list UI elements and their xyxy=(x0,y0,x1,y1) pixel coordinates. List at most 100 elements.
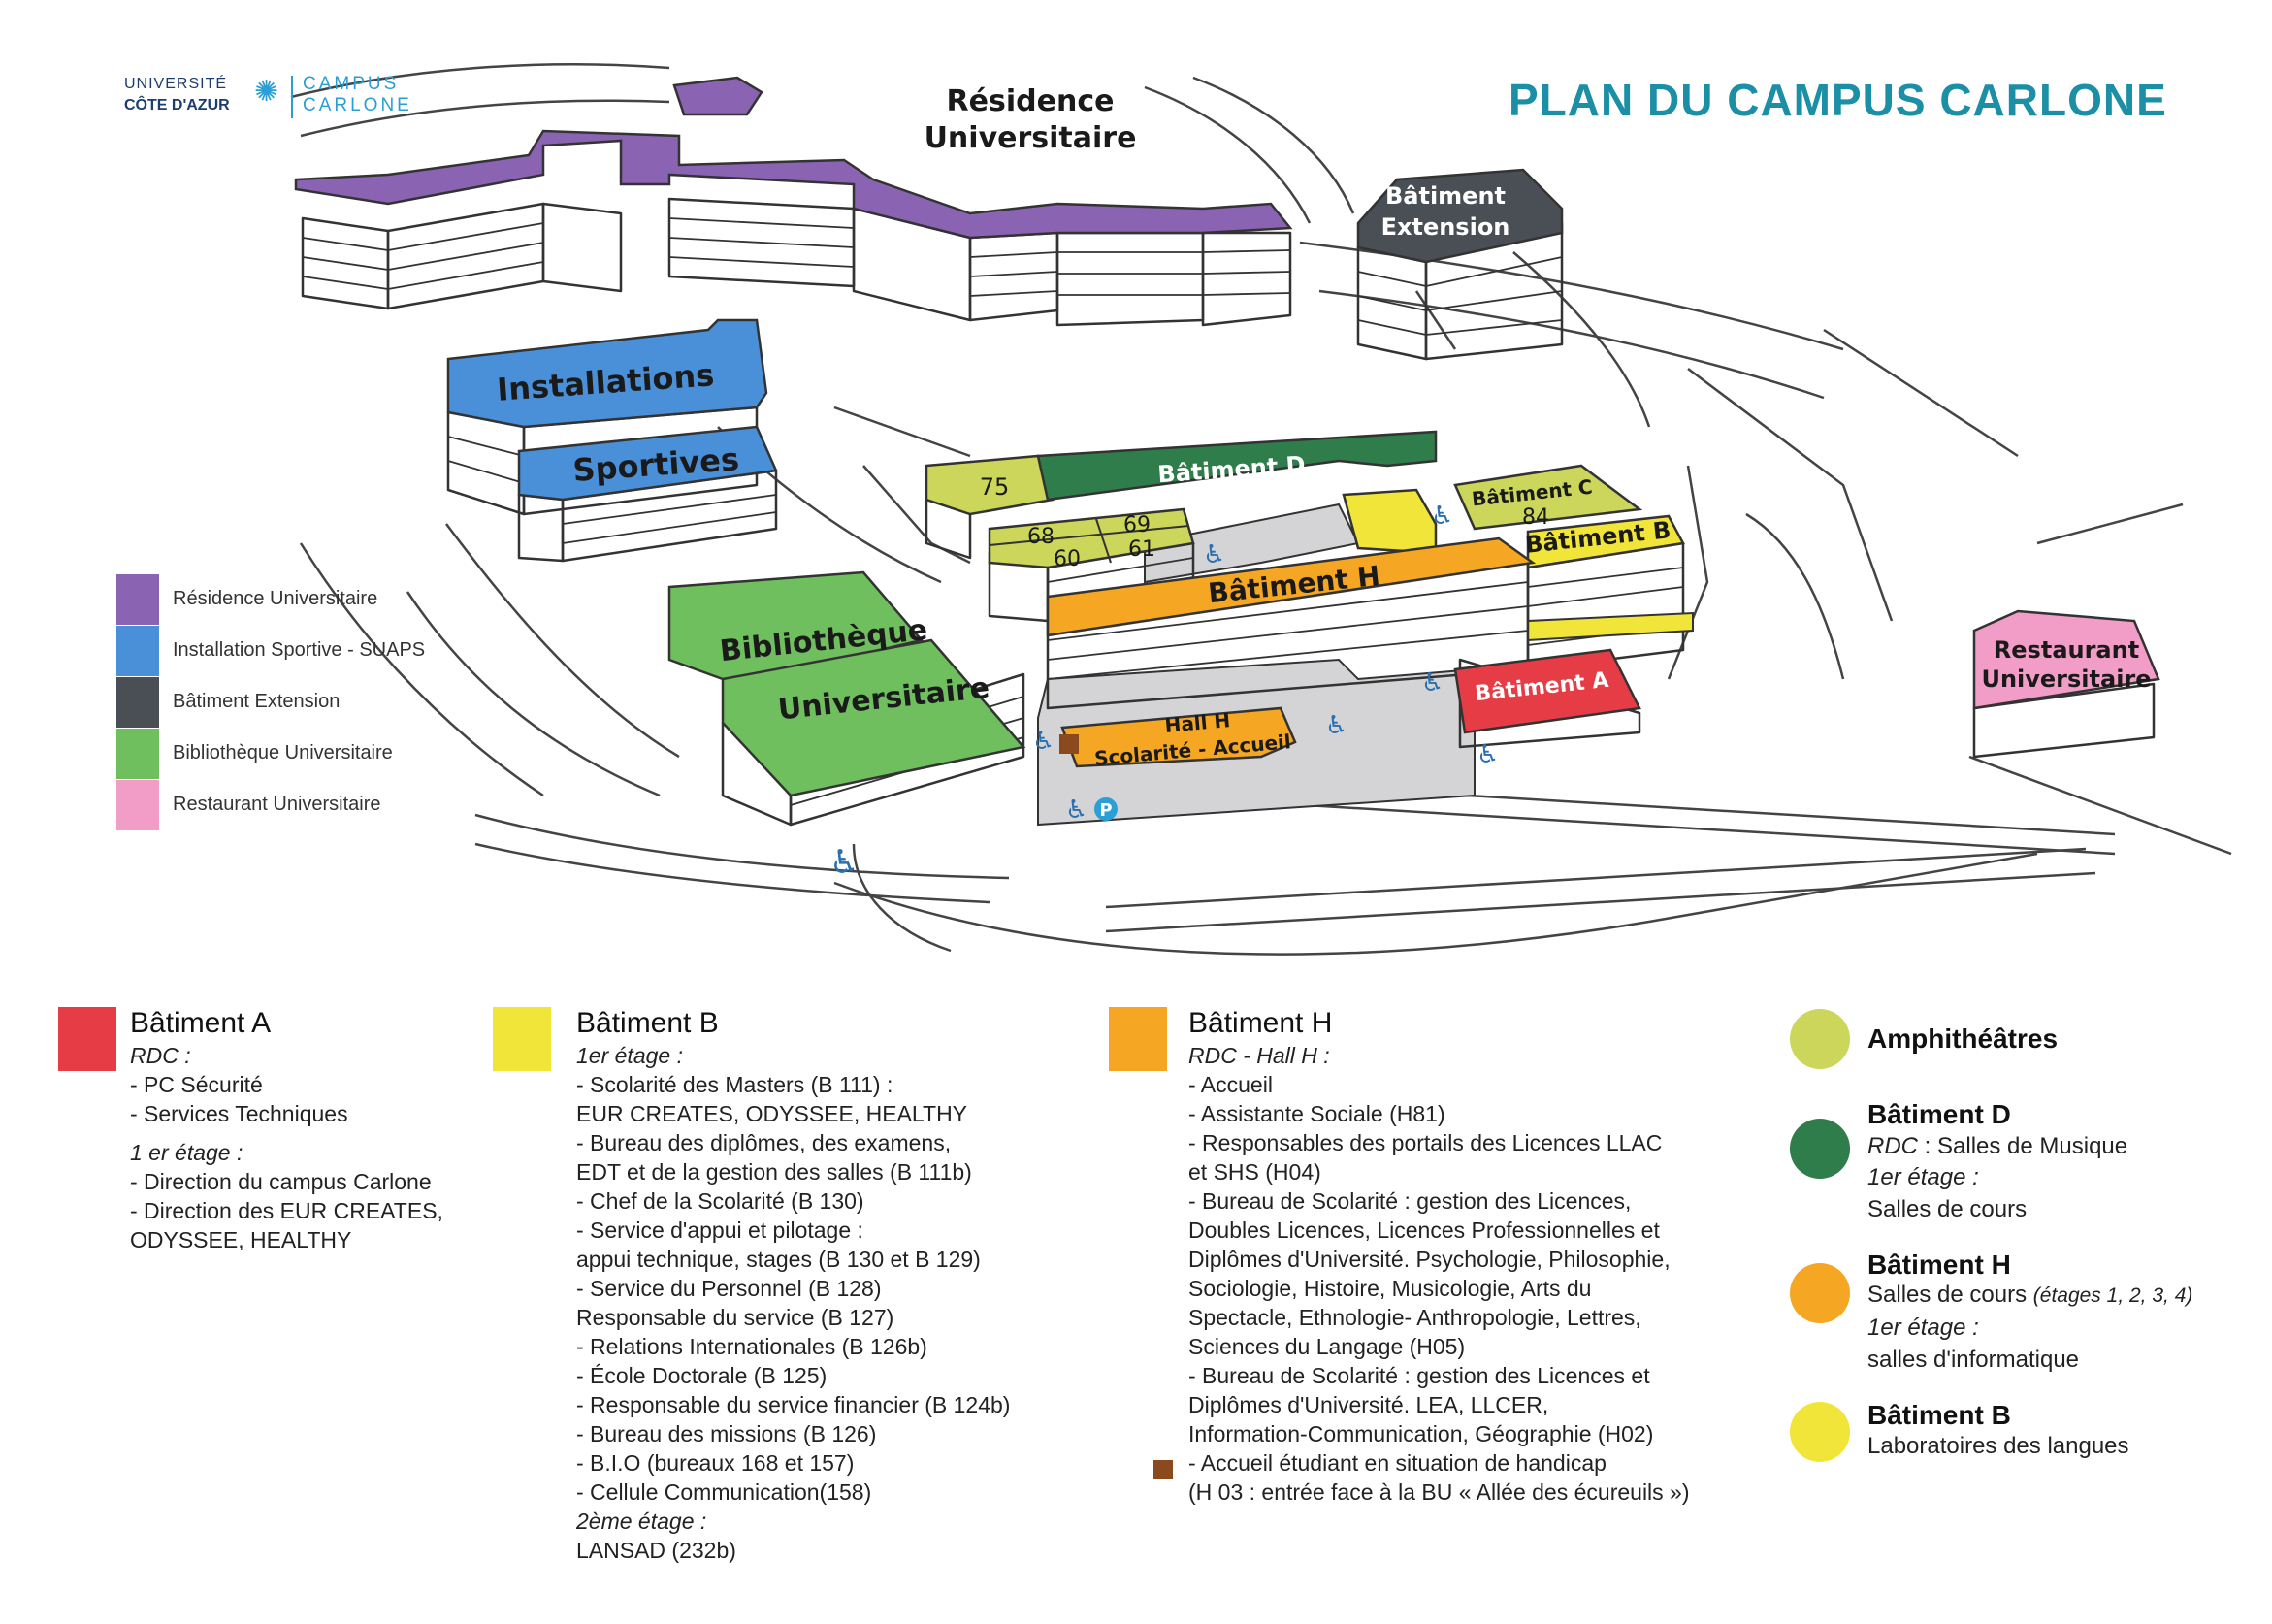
handicap-entrance-swatch xyxy=(1153,1460,1173,1479)
parking-symbol: P xyxy=(1099,800,1112,821)
detail-line: - Bureau des missions (B 126) xyxy=(576,1421,877,1446)
bibliotheque-universitaire xyxy=(667,570,1026,827)
detail-line: Information-Communication, Géographie (H… xyxy=(1188,1421,1654,1446)
detail-line: - Service du Personnel (B 128) xyxy=(576,1276,882,1301)
detail-line: 2ème étage : xyxy=(576,1509,707,1534)
section-swatch xyxy=(58,1007,116,1071)
legend-label: Bibliothèque Universitaire xyxy=(173,742,393,763)
batiment-d-rdc: RDC : Salles de Musique xyxy=(1867,1133,2128,1159)
detail-line: - B.I.O (bureaux 168 et 157) xyxy=(576,1450,855,1476)
handicap-entrance-marker xyxy=(1059,734,1079,754)
batiment-b-text: Laboratoires des langues xyxy=(1867,1433,2129,1459)
detail-line: Doubles Licences, Licences Professionnel… xyxy=(1188,1218,1660,1243)
detail-line: - Cellule Communication(158) xyxy=(576,1479,872,1505)
parking-icon xyxy=(1094,797,1118,821)
batiment-d-swatch xyxy=(1790,1119,1850,1179)
detail-line: LANSAD (232b) xyxy=(576,1538,736,1563)
detail-line: Sociologie, Histoire, Musicologie, Arts … xyxy=(1188,1276,1592,1301)
room-60: 60 xyxy=(1054,547,1081,571)
legend-item: Résidence Universitaire xyxy=(116,574,524,625)
batiment-b-swatch xyxy=(1790,1402,1850,1462)
batiment-b xyxy=(1526,514,1694,671)
legend-item: Bibliothèque Universitaire xyxy=(116,729,524,779)
batiment-d-etage: 1er étage : xyxy=(1867,1164,1979,1190)
section-title: Bâtiment H xyxy=(1188,1007,1333,1039)
room-68: 68 xyxy=(1027,525,1055,549)
legend-item: Installation Sportive - SUAPS xyxy=(116,626,524,676)
amphi-swatch xyxy=(1790,1009,1850,1069)
section-a-details: RDC : - PC Sécurité - Services Technique… xyxy=(130,1041,443,1254)
detail-line: - Service d'appui et pilotage : xyxy=(576,1218,863,1243)
batiment-h-title: Bâtiment H xyxy=(1867,1250,2011,1280)
detail-line: RDC - Hall H : xyxy=(1188,1043,1330,1068)
detail-line: - Accueil étudiant en situation de handi… xyxy=(1188,1450,1607,1476)
detail-line: - Relations Internationales (B 126b) xyxy=(576,1334,927,1359)
batiment-extension xyxy=(1356,168,1564,361)
campus-map: Résidence Universitaire Bâtiment Extensi… xyxy=(290,63,2232,956)
roads xyxy=(290,63,2232,956)
section-title: Bâtiment B xyxy=(576,1007,719,1039)
residence-label-line1: Résidence xyxy=(947,84,1115,118)
room-61: 61 xyxy=(1128,537,1155,562)
legend-item: Bâtiment Extension xyxy=(116,677,524,728)
accessibility-icon: ♿ xyxy=(1431,502,1453,531)
detail-line: Spectacle, Ethnologie- Anthropologie, Le… xyxy=(1188,1305,1641,1330)
batiment-b-title: Bâtiment B xyxy=(1867,1400,2011,1430)
extension-label-line2: Extension xyxy=(1381,213,1510,241)
legend-swatch xyxy=(116,677,159,728)
restaurant-label-line1: Restaurant xyxy=(1994,636,2139,664)
detail-line: Diplômes d'Université. LEA, LLCER, xyxy=(1188,1392,1549,1417)
detail-line: (H 03 : entrée face à la BU « Allée des … xyxy=(1188,1479,1690,1505)
hall-h-label-line1: Hall H xyxy=(1164,708,1231,737)
section-swatch xyxy=(493,1007,551,1071)
detail-line: 1 er étage : xyxy=(130,1140,243,1165)
legend-label: Bâtiment Extension xyxy=(173,691,341,712)
accessibility-icon: ♿ xyxy=(1421,668,1444,698)
detail-line: Sciences du Langage (H05) xyxy=(1188,1334,1466,1359)
accessibility-icon: ♿ xyxy=(829,843,859,882)
restaurant-universitaire xyxy=(1972,609,2160,759)
legend-swatch xyxy=(116,729,159,779)
legend-swatch xyxy=(116,574,159,625)
legend-label: Installation Sportive - SUAPS xyxy=(173,639,426,661)
batiment-h-etage: 1er étage : xyxy=(1867,1315,1979,1341)
section-h-details: RDC - Hall H : - Accueil - Assistante So… xyxy=(1188,1041,1690,1507)
legend-swatch xyxy=(116,626,159,676)
detail-line: - Chef de la Scolarité (B 130) xyxy=(576,1188,864,1214)
installations-sportives xyxy=(446,318,778,563)
batiment-h-etage-text: salles d'informatique xyxy=(1867,1347,2080,1373)
detail-line: - PC Sécurité xyxy=(130,1072,263,1097)
restaurant-label-line2: Universitaire xyxy=(1981,666,2151,693)
amphi-title: Amphithéâtres xyxy=(1867,1023,2059,1054)
logo-mark-icon: ✺ xyxy=(254,75,279,109)
logo-cote-text: CÔTE D'AZUR xyxy=(124,97,230,114)
section-title: Bâtiment A xyxy=(130,1007,272,1039)
legend-label: Restaurant Universitaire xyxy=(173,794,381,815)
detail-line: - Scolarité des Masters (B 111) : xyxy=(576,1072,893,1097)
detail-line: EUR CREATES, ODYSSEE, HEALTHY xyxy=(576,1101,968,1126)
batiment-h xyxy=(1046,536,1537,768)
legend-label: Résidence Universitaire xyxy=(173,588,378,609)
residence-label-line2: Universitaire xyxy=(925,121,1137,155)
detail-line: ODYSSEE, HEALTHY xyxy=(130,1227,352,1252)
section-swatch xyxy=(1109,1007,1167,1071)
detail-line: EDT et de la gestion des salles (B 111b) xyxy=(576,1159,972,1185)
detail-line: 1er étage : xyxy=(576,1043,683,1068)
detail-line: - Responsable du service financier (B 12… xyxy=(576,1392,1011,1417)
detail-line: et SHS (H04) xyxy=(1188,1159,1321,1185)
batiment-a xyxy=(1453,648,1641,749)
detail-line: Diplômes d'Université. Psychologie, Phil… xyxy=(1188,1247,1671,1272)
batiment-d-etage-text: Salles de cours xyxy=(1867,1196,2028,1222)
detail-line: - Bureau de Scolarité : gestion des Lice… xyxy=(1188,1363,1650,1388)
parking-area-upper xyxy=(1144,503,1360,584)
accessibility-icon: ♿ xyxy=(1325,711,1347,740)
detail-line: RDC : xyxy=(130,1043,191,1068)
room-84: 84 xyxy=(1522,505,1549,530)
residence-universitaire xyxy=(294,76,1293,327)
detail-line: - Accueil xyxy=(1188,1072,1273,1097)
detail-line: Responsable du service (B 127) xyxy=(576,1305,894,1330)
logo-divider xyxy=(291,76,293,118)
detail-line: appui technique, stages (B 130 et B 129) xyxy=(576,1247,981,1272)
logo-university-text: UNIVERSITÉ xyxy=(124,76,228,92)
